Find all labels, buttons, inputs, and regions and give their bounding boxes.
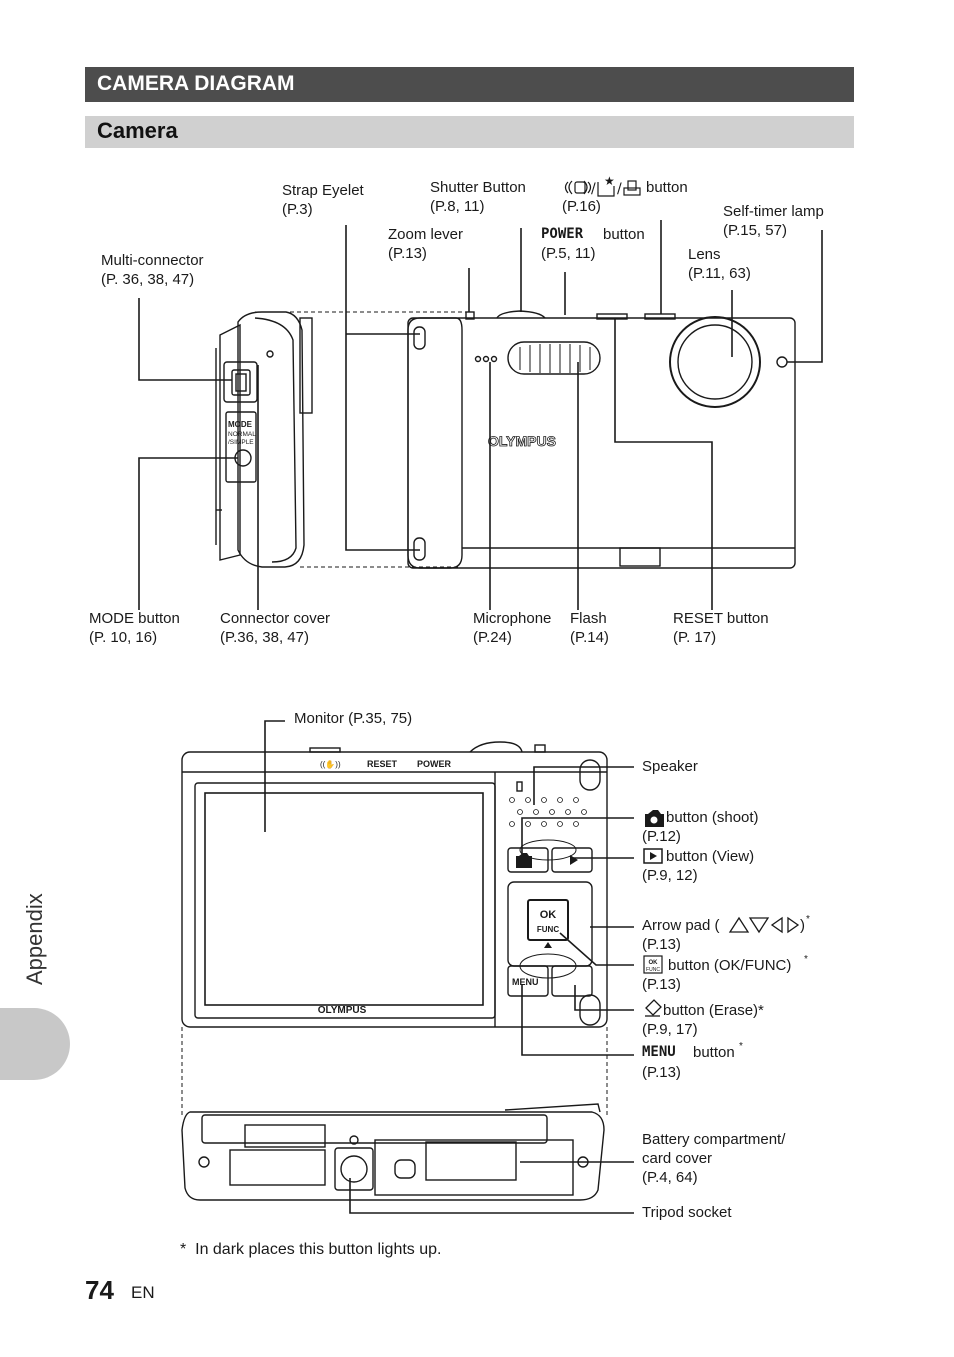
shutter-button-label: Shutter Button (P.8, 11) [430,179,526,215]
subsection-title: Camera [97,118,178,143]
view-button-page: (P.9, 12) [642,867,698,884]
menu-word: MENU [642,1044,676,1060]
erase-icon [645,999,662,1017]
page-language: EN [131,1283,155,1302]
ok-button-page: (P.13) [642,976,681,993]
flash-label: Flash (P.14) [570,610,609,646]
speaker-label: Speaker [642,758,698,775]
svg-text:/: / [617,181,622,197]
simple-marking: /SIMPLE [228,439,254,446]
multi-connector-label: Multi-connector (P. 36, 38, 47) [101,252,204,288]
mode-button-label: MODE button (P. 10, 16) [89,610,180,646]
reset-button-label: RESET button (P. 17) [673,610,769,646]
bottom-view-camera [181,1103,605,1201]
connector-cover-label: Connector cover (P.36, 38, 47) [220,610,331,646]
section-header: CAMERA DIAGRAM [85,67,854,102]
back-view-camera [181,741,608,1028]
tripod-socket-label: Tripod socket [642,1204,732,1221]
footnote: * In dark places this button lights up. [180,1241,442,1258]
print-icon [623,180,641,196]
appendix-tab [0,1008,70,1080]
my-favorite-icon: ★ [597,174,615,197]
subsection-header: Camera [85,116,854,148]
func-marking: FUNC [537,925,559,934]
normal-marking: NORMAL [228,431,256,438]
shoot-button-page: (P.12) [642,828,681,845]
stabilization-button-page: (P.16) [562,198,601,215]
back-brand-logo: OLYMPUS [318,1005,367,1016]
arrow-pad-page: (P.13) [642,936,681,953]
reset-marking: RESET [367,759,398,769]
ok-button-asterisk: * [804,954,808,965]
self-timer-label: Self-timer lamp (P.15, 57) [723,203,824,239]
erase-button-label: button (Erase)* [663,1002,764,1019]
appendix-tab-label: Appendix [22,893,47,985]
view-button-label: button (View) [666,848,755,865]
stabilization-icon [564,180,592,195]
menu-button-asterisk: * [739,1041,743,1052]
monitor-label: Monitor (P.35, 75) [294,710,413,727]
menu-button-page: (P.13) [642,1064,681,1081]
power-button-page: (P.5, 11) [541,245,596,262]
lens-label: Lens (P.11, 63) [688,246,751,282]
arrow-pad-close: ) [800,917,805,934]
front-view-camera [407,310,796,569]
arrow-pad-asterisk: * [806,914,810,925]
arrow-pad-icons [728,916,800,934]
camera-icon [645,810,664,827]
stabilization-button-label: button [646,179,688,196]
ok-func-icon: OK FUNC [643,955,663,974]
svg-text:FUNC: FUNC [646,967,660,973]
menu-button-label: button [693,1044,735,1061]
ok-button-label: button (OK/FUNC) [668,957,792,974]
power-word: POWER [541,226,584,242]
arrow-pad-label: Arrow pad ( [642,917,720,934]
svg-text:★: ★ [604,174,615,188]
zoom-lever-label: Zoom lever (P.13) [388,226,464,262]
shoot-button-label: button (shoot) [666,809,759,826]
mode-marking: MODE [228,420,253,429]
power-marking: POWER [417,759,452,769]
front-brand-logo: OLYMPUS [488,433,556,449]
battery-cover-label: Battery compartment/ card cover (P.4, 64… [642,1131,786,1186]
playback-icon [643,848,663,864]
power-button-label: button [603,226,645,243]
microphone-label: Microphone (P.24) [473,610,552,646]
svg-text:OK: OK [649,960,659,966]
svg-text:/: / [591,181,596,197]
menu-marking: MENU [512,977,539,987]
shake-marking: ((✋)) [320,759,341,769]
section-title: CAMERA DIAGRAM [97,72,295,95]
erase-button-page: (P.9, 17) [642,1021,698,1038]
page-number: 74 [85,1275,114,1305]
strap-eyelet-label: Strap Eyelet (P.3) [282,182,364,218]
ok-marking: OK [540,909,557,921]
